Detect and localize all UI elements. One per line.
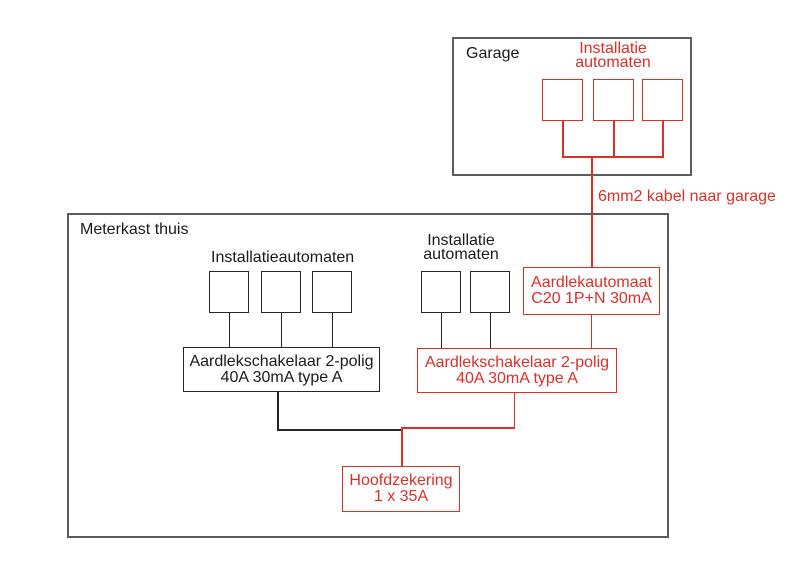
group2-breaker-box-2 — [470, 271, 510, 313]
meterkast-box — [67, 213, 669, 538]
group2-breakers-label-line2: automaten — [423, 246, 499, 263]
group1-breaker2-wire — [280, 313, 282, 347]
group1-rcd-line2: 40A 30mA type A — [220, 368, 343, 386]
cable-label: 6mm2 kabel naar garage — [598, 188, 776, 205]
garage-feed-breaker-line2: C20 1P+N 30mA — [531, 290, 652, 307]
group2-rcd-drop-wire — [513, 393, 515, 428]
garage-breakers-label-line1: Installatie — [579, 40, 647, 57]
group1-breakers-label: Installatieautomaten — [211, 249, 355, 266]
group1-breaker3-wire — [331, 313, 333, 347]
garage-title: Garage — [466, 45, 520, 62]
main-fuse-feed-wire — [401, 427, 403, 466]
group1-breaker-box-3 — [312, 271, 352, 313]
group1-breaker-box-1 — [209, 271, 249, 313]
group2-breaker-box-1 — [421, 271, 461, 313]
garage-breaker1-wire — [562, 121, 564, 156]
garage-bus-wire — [562, 156, 664, 158]
group2-breaker2-wire — [489, 313, 491, 348]
garage-feed-cable — [591, 156, 593, 267]
group2-breaker1-wire — [440, 313, 442, 348]
group1-breaker-box-2 — [261, 271, 301, 313]
group1-breaker1-wire — [228, 313, 230, 347]
group1-rcd-drop-wire — [277, 392, 279, 430]
group2-rcd-line2: 40A 30mA type A — [456, 369, 578, 387]
group1-rcd-line1: Aardlekschakelaar 2-polig — [189, 352, 374, 370]
garage-feed-breaker-line1: Aardlekautomaat — [531, 274, 652, 291]
garage-breaker3-wire — [662, 121, 664, 156]
garage-feed-breaker-drop-wire — [590, 314, 592, 348]
group2-rcd-line1: Aardlekschakelaar 2-polig — [424, 353, 610, 371]
group2-bus-wire — [401, 427, 515, 429]
garage-breaker2-wire — [613, 121, 615, 156]
garage-breakers-label-line2: automaten — [575, 54, 651, 71]
garage-breaker-box-3 — [642, 79, 683, 121]
meterkast-title: Meterkast thuis — [80, 221, 189, 238]
garage-breaker-box-1 — [542, 79, 583, 121]
group1-bus-wire — [277, 429, 402, 431]
main-fuse-line2: 1 x 35A — [373, 488, 429, 505]
main-fuse-line1: Hoofdzekering — [349, 472, 453, 489]
group2-breakers-label-line1: Installatie — [427, 232, 495, 249]
garage-breaker-box-2 — [593, 79, 634, 121]
garage-box — [452, 37, 692, 176]
